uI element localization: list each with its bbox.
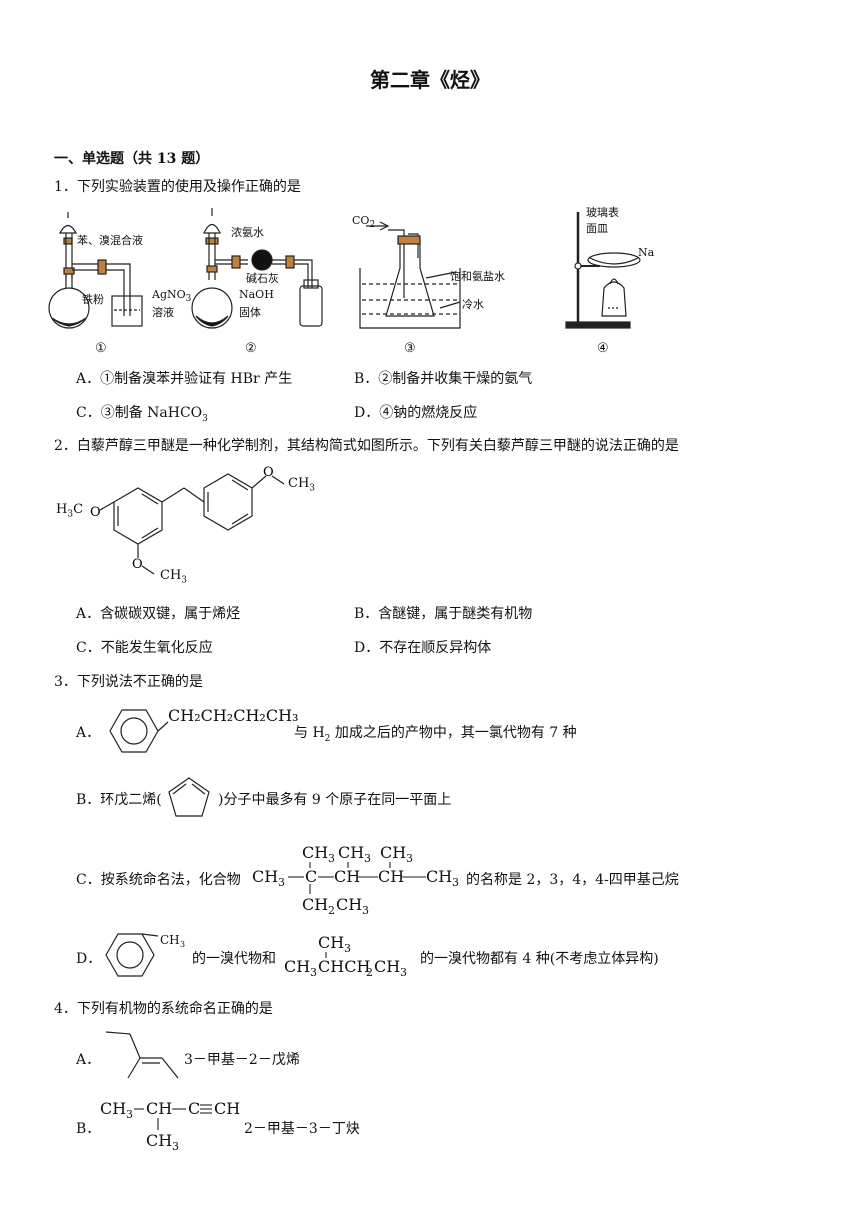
svg-text:3: 3	[452, 876, 459, 889]
fig-number-2: ②	[245, 341, 257, 356]
q3-option-b-text: )分子中最多有 9 个原子在同一平面上	[218, 792, 452, 808]
fig3-label-ammonia-brine: 饱和氨盐水	[450, 270, 505, 283]
q1-option-a: A．①制备溴苯并验证有 HBr 产生	[76, 371, 293, 387]
apparatus-4	[565, 212, 641, 329]
q3-option-b-prefix: B．环戊二烯(	[76, 792, 162, 808]
svg-text:O: O	[132, 557, 143, 572]
svg-text:C: C	[305, 867, 317, 886]
svg-text:3: 3	[364, 852, 371, 865]
svg-text:CH: CH	[160, 933, 180, 947]
fig2-label-naoh: NaOH	[239, 288, 274, 301]
svg-text:3: 3	[400, 966, 407, 979]
q1-option-b: B．②制备并收集干燥的氨气	[354, 371, 533, 387]
q4-option-b-prefix: B．	[76, 1121, 101, 1137]
q4-option-a-prefix: A．	[76, 1052, 101, 1068]
q4-a-skeletal-structure	[105, 1031, 179, 1079]
fig4-label-watch-glass-1: 玻璃表	[586, 206, 619, 219]
fig1-label-iron-powder: 铁粉	[82, 293, 104, 306]
q3-option-d-mid: 的一溴代物和	[192, 951, 276, 967]
question-2-stem: 2．白藜芦醇三甲醚是一种化学制剂，其结构简式如图所示。下列有关白藜芦醇三甲醚的说…	[54, 438, 679, 454]
svg-text:3: 3	[406, 852, 413, 865]
svg-text:3: 3	[344, 942, 351, 955]
svg-text:3: 3	[310, 966, 317, 979]
q1-option-c: C．③制备 NaHCO3	[76, 405, 208, 424]
svg-text:CH: CH	[380, 843, 406, 862]
q2-option-d: D．不存在顺反异构体	[354, 640, 492, 656]
q4-option-a-name: 3－甲基－2－戊烯	[184, 1052, 300, 1068]
question-3-stem: 3．下列说法不正确的是	[54, 674, 203, 690]
svg-text:CH: CH	[338, 843, 364, 862]
svg-text:3: 3	[328, 852, 335, 865]
q3-option-c-prefix: C．按系统命名法，化合物	[76, 872, 241, 888]
apparatus-2	[191, 208, 323, 329]
svg-text:O: O	[263, 465, 274, 480]
page-title: 第二章《烃》	[370, 68, 490, 92]
fig3-label-co2: CO2	[352, 214, 376, 231]
svg-text:3: 3	[172, 1140, 179, 1153]
svg-text:CH: CH	[336, 895, 362, 914]
svg-text:CH: CH	[252, 867, 278, 886]
fig2-label-soda-lime: 碱石灰	[246, 272, 279, 285]
q2-option-c: C．不能发生氧化反应	[76, 640, 213, 656]
apparatus-3	[359, 221, 461, 329]
q2-h3co-label: H3C	[56, 502, 84, 520]
q3-option-d-prefix: D．	[76, 951, 102, 967]
q3-option-d-text: 的一溴代物都有 4 种(不考虑立体异构)	[420, 951, 659, 967]
q3-b-cyclopentadiene	[168, 777, 210, 817]
fig2-label-solid: 固体	[239, 306, 261, 319]
fig-number-3: ③	[404, 341, 416, 356]
q2-option-a: A．含碳碳双键，属于烯烃	[76, 606, 241, 622]
q4-option-b-name: 2－甲基－3－丁炔	[244, 1121, 360, 1137]
svg-text:CH: CH	[426, 867, 452, 886]
q3-option-a-text: 与 H2 加成之后的产物中，其一氯代物有 7 种	[294, 725, 577, 744]
fig4-label-watch-glass-2: 面皿	[586, 222, 608, 235]
svg-text:CH: CH	[284, 957, 310, 976]
fig-number-4: ④	[597, 341, 609, 356]
svg-text:CH: CH	[302, 843, 328, 862]
fig3-label-cold-water: 冷水	[462, 298, 484, 311]
svg-text:CH: CH	[378, 867, 404, 886]
fig-number-1: ①	[95, 341, 107, 356]
svg-text:3: 3	[180, 940, 185, 949]
svg-text:3: 3	[126, 1108, 133, 1121]
section-heading: 一、单选题（共 13 题）	[54, 151, 210, 167]
fig1-label-benzene-bromine: 苯、溴混合液	[77, 234, 143, 247]
svg-text:CH: CH	[214, 1099, 240, 1118]
svg-text:2: 2	[328, 904, 335, 917]
svg-text:O: O	[90, 505, 101, 520]
q3-a-chain: CH₂CH₂CH₂CH₃	[168, 706, 299, 725]
svg-text:C: C	[188, 1099, 200, 1118]
svg-text:CH: CH	[334, 867, 360, 886]
svg-text:CH: CH	[146, 1131, 172, 1150]
q2-och3-label-top: CH3	[288, 476, 316, 494]
svg-text:CH: CH	[302, 895, 328, 914]
svg-text:CHCH: CHCH	[318, 957, 370, 976]
question-4-stem: 4．下列有机物的系统命名正确的是	[54, 1001, 273, 1017]
q2-och3-label-bottom: CH3	[160, 568, 188, 586]
fig4-label-na: Na	[638, 246, 655, 259]
svg-text:CH: CH	[100, 1099, 126, 1118]
svg-text:CH: CH	[318, 933, 344, 952]
q2-option-b: B．含醚键，属于醚类有机物	[354, 606, 533, 622]
q3-option-a-prefix: A．	[76, 725, 101, 741]
q1-apparatus-figure	[48, 208, 641, 329]
apparatus-1	[48, 212, 143, 329]
q2-structure-diagram: O O O	[90, 465, 285, 575]
svg-text:CH: CH	[374, 957, 400, 976]
fig1-label-agno3: AgNO3	[152, 288, 192, 305]
q1-option-d: D．④钠的燃烧反应	[354, 405, 478, 421]
svg-text:3: 3	[362, 904, 369, 917]
svg-text:3: 3	[278, 876, 285, 889]
fig1-label-solution: 溶液	[152, 306, 174, 319]
svg-text:2: 2	[366, 966, 373, 979]
question-1-stem: 1．下列实验装置的使用及操作正确的是	[54, 179, 301, 195]
fig2-label-ammonia-water: 浓氨水	[231, 226, 264, 239]
svg-text:CH: CH	[146, 1099, 172, 1118]
q3-option-c-text: 的名称是 2，3，4，4-四甲基己烷	[466, 872, 679, 888]
q3-a-benzene-ring	[109, 709, 169, 753]
